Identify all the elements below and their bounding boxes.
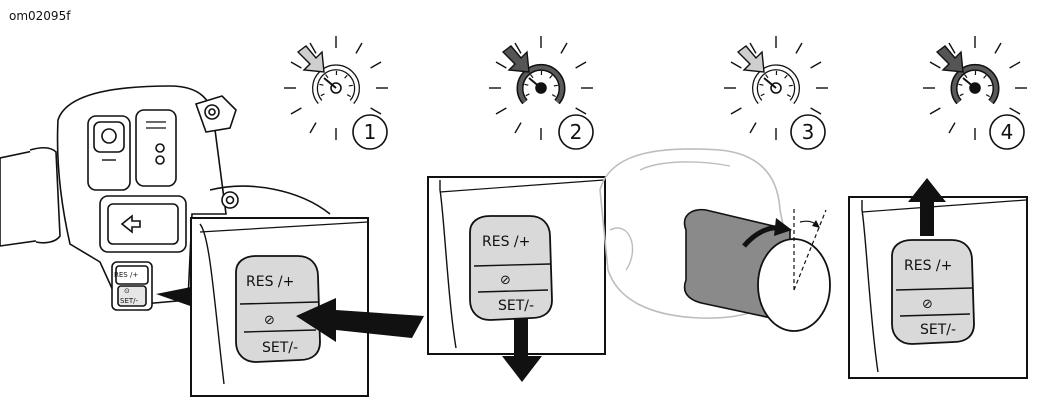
set-label: SET/-: [920, 322, 956, 338]
throttle-grip: [599, 148, 831, 332]
cruise-indicator-flashing-icon: [312, 64, 360, 104]
cruise-indicator-flashing-icon: [516, 63, 566, 105]
press-down-arrow: [502, 318, 542, 382]
zoom-pointer-arrow: [156, 286, 196, 308]
res-label: RES /+: [904, 258, 952, 274]
cruise-indicator-flashing-icon: [752, 64, 800, 104]
indicator-pointer-arrow: [935, 45, 964, 73]
small-res-label: RES /+: [114, 271, 138, 279]
small-cruise-glyph: ⊙: [124, 287, 130, 295]
indicator-pointer-arrow: [296, 45, 325, 73]
small-set-label: SET/-: [120, 297, 139, 305]
cruise-indicator-flashing-icon: [950, 63, 1000, 105]
step-number-label: 3: [802, 120, 815, 144]
res-label: RES /+: [246, 274, 294, 290]
step-number-label: 1: [364, 120, 377, 144]
step-number-circle: [989, 114, 1025, 150]
cruise-indicator-row: 1 2 3 4: [284, 36, 1027, 150]
res-label: RES /+: [482, 234, 530, 250]
step-number-circle: [558, 114, 594, 150]
step-4-indicator: 4: [923, 36, 1027, 150]
cruise-glyph: ⊘: [500, 273, 511, 288]
step-number-label: 2: [570, 120, 583, 144]
set-label: SET/-: [498, 298, 534, 314]
handlebar-switch-housing: [0, 85, 331, 311]
indicator-pointer-arrow: [501, 45, 530, 73]
zoom-panel-set-press: ⊘: [427, 176, 606, 355]
step-number-circle: [790, 114, 826, 150]
cruise-glyph: ⊘: [264, 313, 275, 328]
zoom-panel-res-up: ⊘: [848, 196, 1028, 379]
indicator-pointer-arrow: [736, 45, 765, 73]
step-3-indicator: 3: [724, 36, 828, 150]
set-label: SET/-: [262, 340, 298, 356]
cruise-glyph: ⊘: [922, 297, 933, 312]
push-arrow: [296, 298, 424, 342]
step-1-indicator: 1: [284, 36, 388, 150]
push-up-arrow: [908, 178, 946, 236]
step-number-label: 4: [1001, 120, 1014, 144]
zoom-panel-res-press: ⊘: [190, 217, 369, 397]
step-2-indicator: 2: [489, 36, 594, 150]
figure-reference-code: om02095f: [9, 9, 71, 23]
step-number-circle: [352, 114, 388, 150]
